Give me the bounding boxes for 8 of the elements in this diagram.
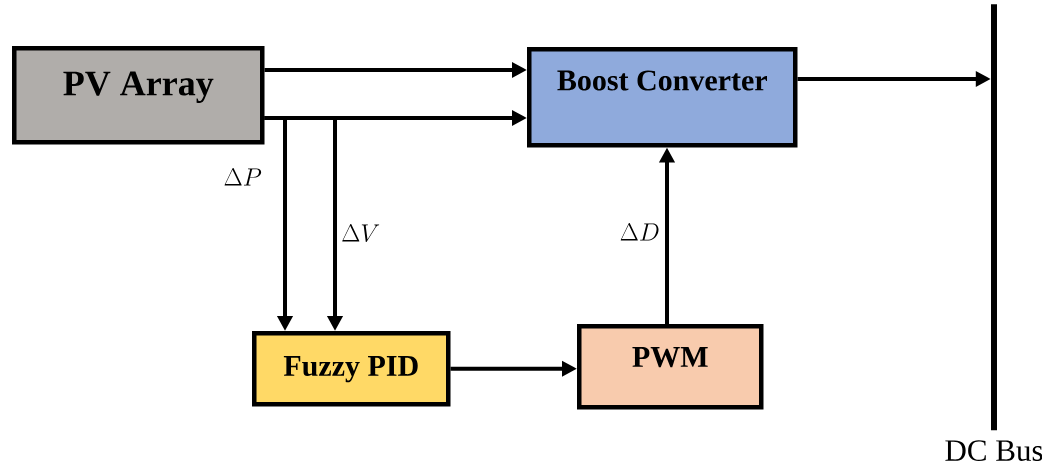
controller-box: Fuzzy PID [252, 331, 451, 407]
edge-label: $\Delta V$ [342, 223, 380, 242]
edge-label: $\Delta P$ [224, 167, 262, 186]
bus-label: DC Bus [945, 440, 1042, 461]
edge-label: $\Delta D$ [620, 222, 659, 241]
modulator-box: PWM [577, 324, 764, 410]
converter-box: Boost Converter [527, 47, 798, 148]
source-box: PV Array [12, 46, 265, 145]
